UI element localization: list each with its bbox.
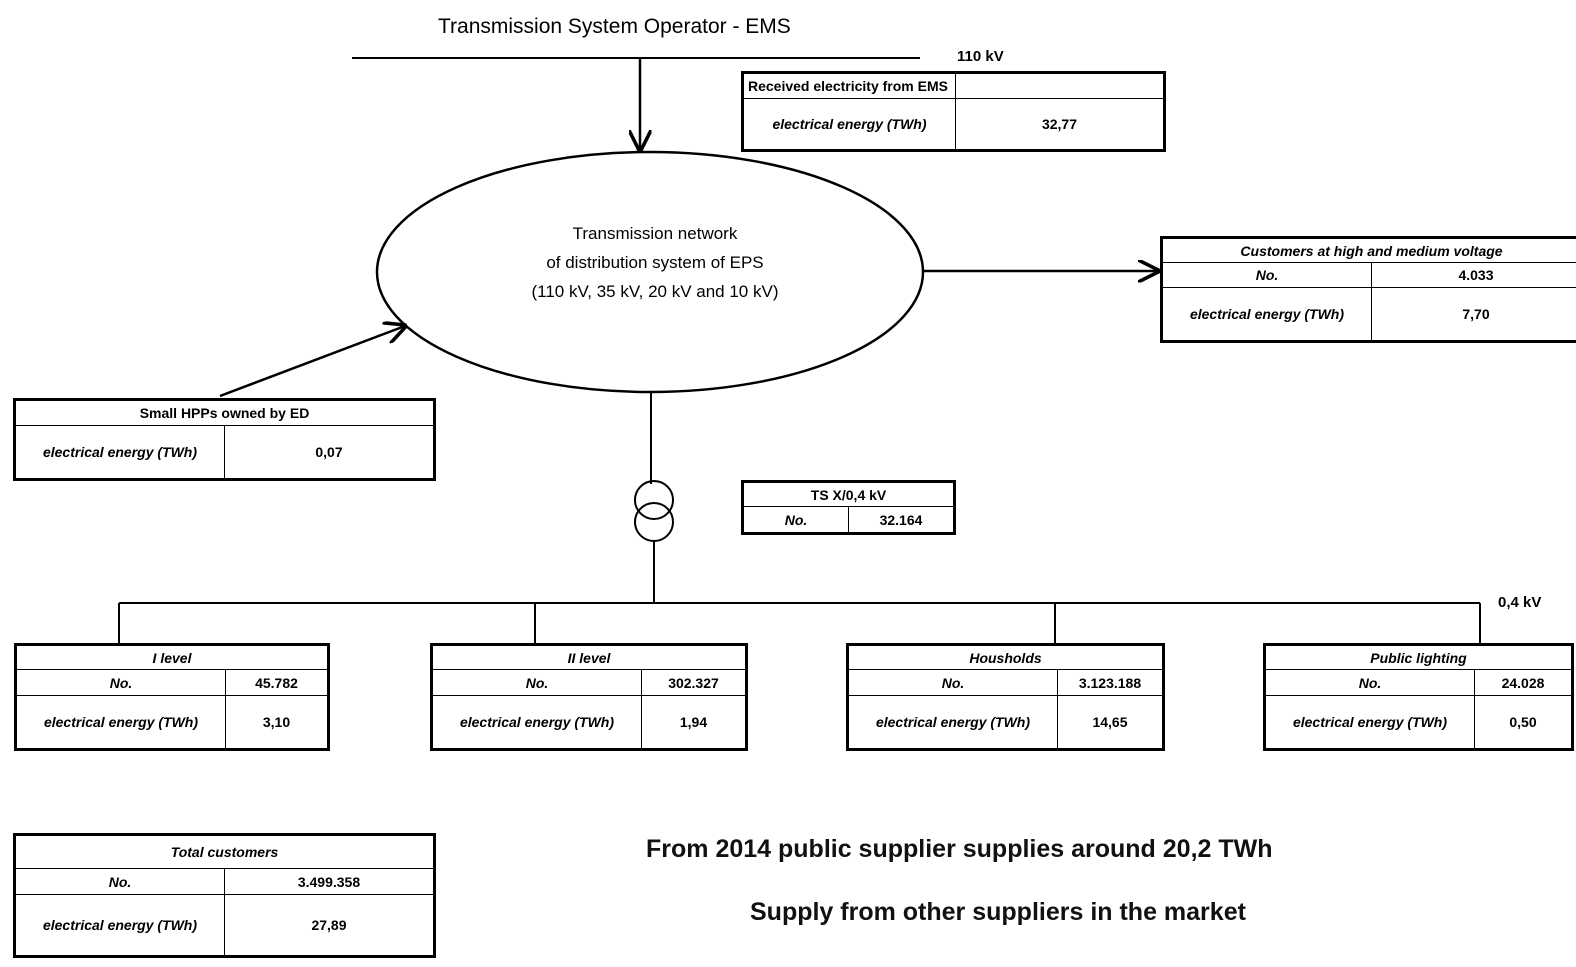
- group-energy-label: electrical energy (TWh): [15, 695, 226, 750]
- total-no-value: 3.499.358: [224, 868, 435, 895]
- network-label-line3: (110 kV, 35 kV, 20 kV and 10 kV): [531, 282, 779, 301]
- hv-customers-caption: Customers at high and medium voltage: [1161, 237, 1576, 263]
- received-energy-value: 32,77: [955, 98, 1165, 151]
- ts-table: TS X/0,4 kV No. 32.164: [741, 480, 957, 535]
- group-energy-value: 1,94: [641, 695, 747, 750]
- small-hpp-table: Small HPPs owned by ED electrical energy…: [13, 398, 437, 481]
- hv-customers-energy-label: electrical energy (TWh): [1161, 287, 1372, 342]
- hv-customers-no-label: No.: [1161, 262, 1372, 288]
- group-no-value: 45.782: [224, 669, 330, 696]
- group-no-label: No.: [1264, 669, 1475, 696]
- group-table-households: Housholds No. 3.123.188 electrical energ…: [846, 643, 1165, 751]
- group-caption: II level: [431, 644, 747, 670]
- hv-customers-energy-value: 7,70: [1371, 287, 1576, 342]
- total-no-label: No.: [14, 868, 225, 895]
- group-energy-label: electrical energy (TWh): [1264, 695, 1475, 750]
- network-label-line2: of distribution system of EPS: [546, 253, 764, 272]
- group-no-value: 302.327: [641, 669, 747, 696]
- total-energy-label: electrical energy (TWh): [14, 894, 225, 957]
- group-energy-value: 3,10: [224, 695, 330, 750]
- small-hpp-energy-label: electrical energy (TWh): [14, 425, 225, 480]
- voltage-110-label: 110 kV: [957, 48, 1004, 65]
- voltage-04-label: 0,4 kV: [1498, 594, 1542, 611]
- group-no-label: No.: [431, 669, 642, 696]
- other-suppliers-note: Supply from other suppliers in the marke…: [750, 898, 1246, 926]
- received-electricity-table: Received electricity from EMS electrical…: [741, 71, 1166, 152]
- group-table-ii-level: II level No. 302.327 electrical energy (…: [430, 643, 748, 751]
- group-no-value: 3.123.188: [1057, 669, 1164, 696]
- group-energy-value: 0,50: [1474, 695, 1573, 750]
- group-caption: I level: [14, 644, 330, 670]
- group-table-public-lighting: Public lighting No. 24.028 electrical en…: [1263, 643, 1574, 751]
- group-table-i-level: I level No. 45.782 electrical energy (TW…: [14, 643, 331, 751]
- small-hpp-energy-value: 0,07: [223, 425, 436, 480]
- network-label: Transmission network of distribution sys…: [485, 219, 825, 306]
- group-energy-label: electrical energy (TWh): [431, 695, 642, 750]
- hv-customers-table: Customers at high and medium voltage No.…: [1160, 236, 1576, 343]
- group-energy-label: electrical energy (TWh): [847, 695, 1058, 750]
- group-energy-value: 14,65: [1057, 695, 1164, 750]
- small-hpp-caption: Small HPPs owned by ED: [13, 399, 436, 426]
- total-caption: Total customers: [14, 834, 435, 869]
- received-caption: Received electricity from EMS: [742, 72, 956, 99]
- total-customers-table: Total customers No. 3.499.358 electrical…: [13, 833, 436, 958]
- group-caption: Housholds: [847, 644, 1164, 670]
- received-caption-empty-cell: [955, 72, 1165, 99]
- small-hpp-arrow: [219, 326, 405, 398]
- total-energy-value: 27,89: [224, 894, 435, 957]
- group-caption: Public lighting: [1264, 644, 1573, 670]
- group-no-label: No.: [15, 669, 226, 696]
- transformer-coil-bottom: [634, 502, 674, 542]
- group-no-value: 24.028: [1474, 669, 1573, 696]
- hv-customers-no-value: 4.033: [1371, 262, 1576, 288]
- network-label-line1: Transmission network: [572, 224, 738, 243]
- group-no-label: No.: [847, 669, 1058, 696]
- public-supplier-note: From 2014 public supplier supplies aroun…: [646, 835, 1273, 863]
- tso-title: Transmission System Operator - EMS: [438, 15, 791, 38]
- received-energy-label: electrical energy (TWh): [742, 98, 956, 151]
- ts-no-label: No.: [742, 506, 849, 534]
- ts-caption: TS X/0,4 kV: [741, 481, 956, 507]
- transformer-coil-top: [634, 480, 674, 520]
- ts-no-value: 32.164: [847, 506, 956, 534]
